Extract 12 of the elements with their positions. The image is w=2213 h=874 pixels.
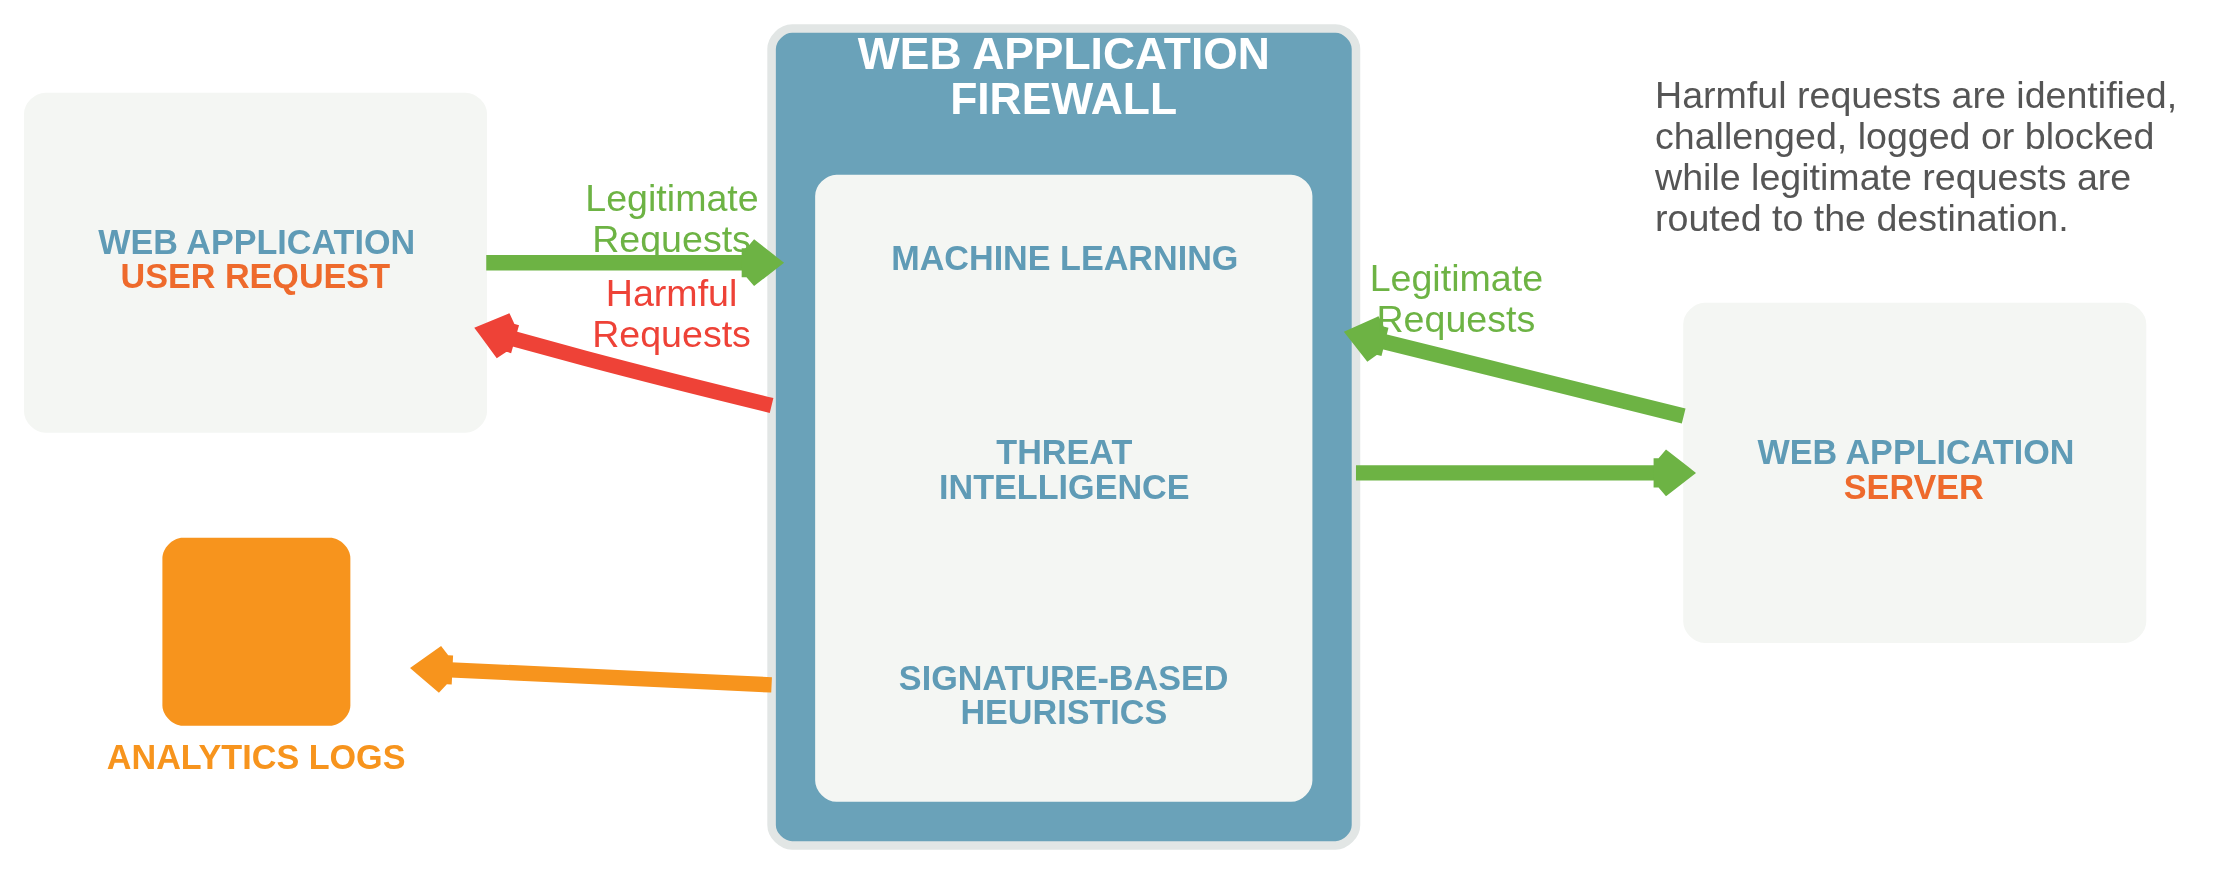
node-text: MACHINE LEARNING [891,238,1239,277]
node-label: ANALYTICS LOGS [106,737,406,776]
node-text: SIGNATURE-BASED HEURISTICS [898,658,1229,732]
node-box [162,537,351,726]
edge-label: Harmful Requests [592,272,751,356]
node-box: WEB APPLICATION SERVER [1683,302,2147,643]
edge-label: Legitimate Requests [585,176,759,260]
node-box: WEB APPLICATION USER REQUEST [24,92,488,433]
cluster [815,174,1313,802]
node-text: THREAT INTELLIGENCE [939,433,1190,506]
label: Harmful requests are identified, challenged, logged or blocked while legitimate requests are routed to the destination. [1655,74,2178,240]
edge-label: Legitimate Requests [1369,257,1544,341]
